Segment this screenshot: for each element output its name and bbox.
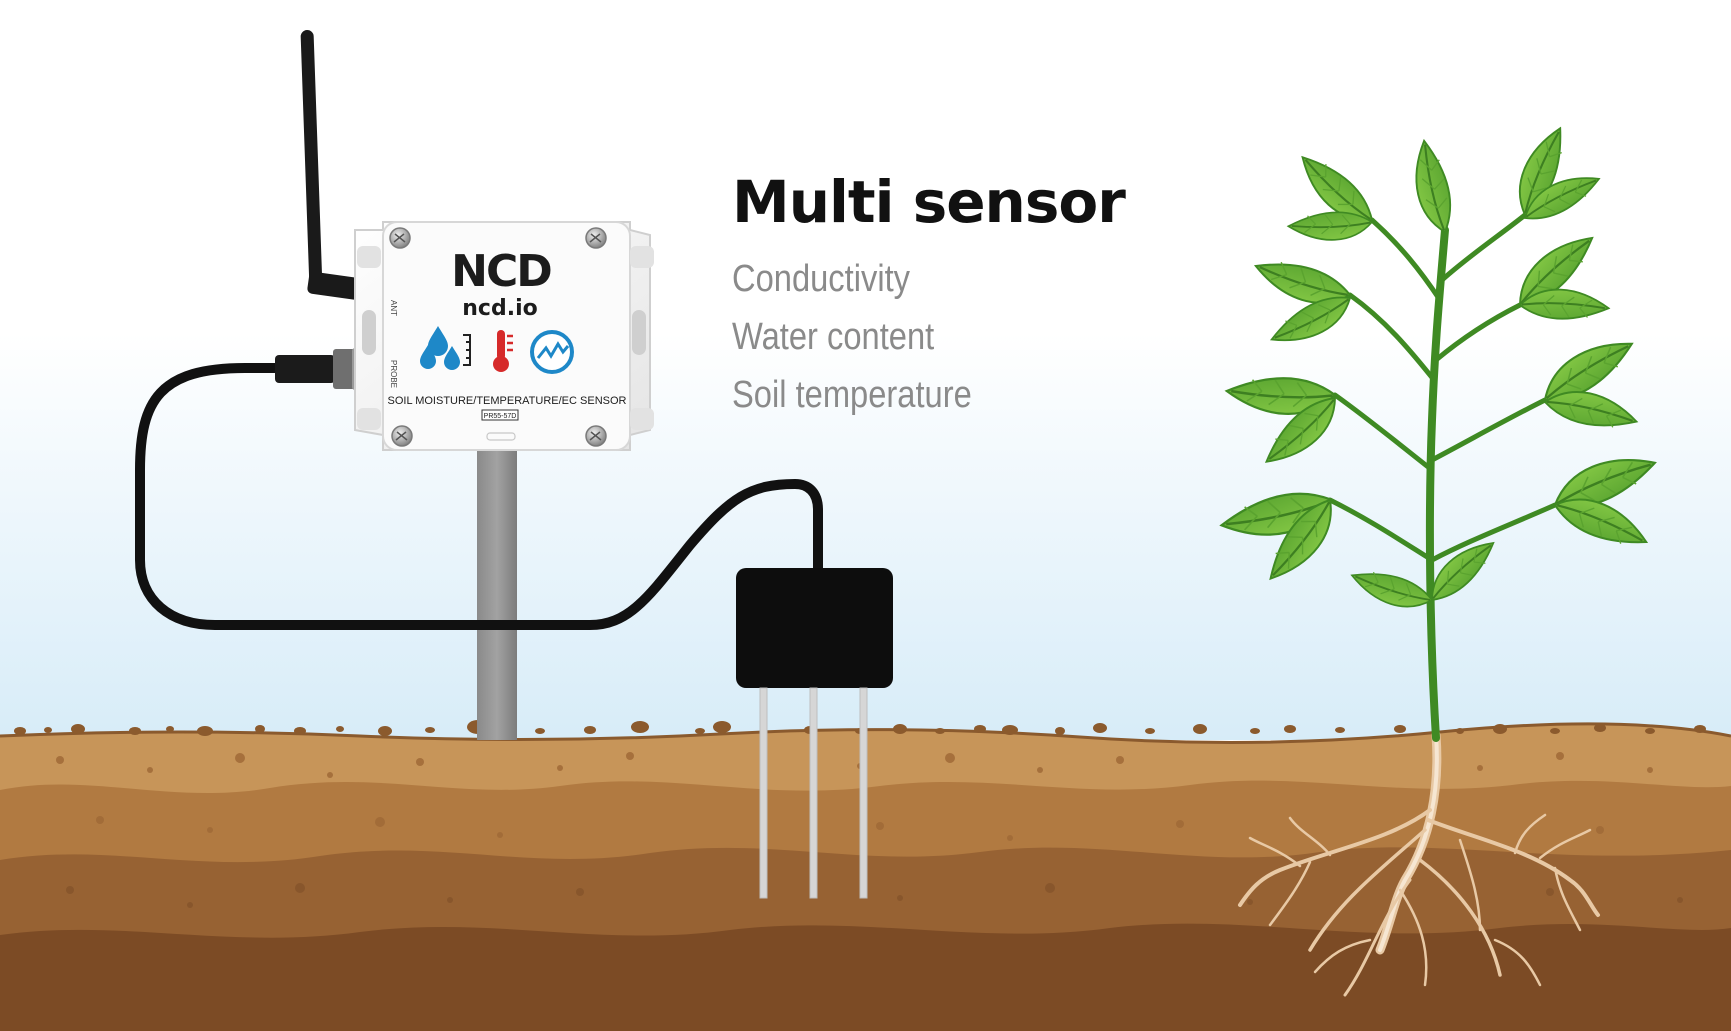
wireless-signal-icon [530, 330, 574, 374]
feature-conductivity: Conductivity [732, 258, 911, 300]
feature-list: Conductivity Water content Soil temperat… [732, 250, 1011, 424]
soil-probe [736, 568, 893, 899]
probe-port-label: PROBE [389, 360, 398, 388]
plant-roots [1238, 730, 1600, 997]
mounting-post [477, 445, 517, 740]
website-label: ncd.io [462, 296, 537, 321]
plant [1220, 122, 1662, 997]
model-label: PR55-57D [484, 413, 517, 420]
thermometer-icon [493, 330, 513, 372]
feature-water-content: Water content [732, 316, 935, 358]
brand-logo: NCD [451, 246, 551, 297]
plant-stem [1425, 226, 1449, 742]
antenna-port-label: ANT [389, 300, 398, 316]
product-name-label: SOIL MOISTURE/TEMPERATURE/EC SENSOR [388, 395, 627, 407]
probe-cable [135, 363, 823, 630]
feature-soil-temperature: Soil temperature [732, 374, 972, 416]
water-drops-icon [420, 326, 471, 370]
sensor-enclosure: NCD ncd.io SOIL MOISTURE/TEMPERATURE/EC … [354, 221, 654, 451]
diagram-title: Multi sensor [732, 168, 1126, 236]
